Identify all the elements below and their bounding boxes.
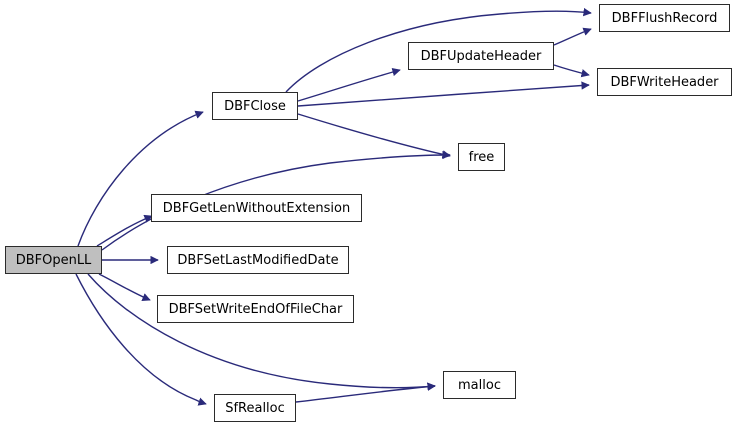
edge-dbfupdateheader-dbfflushrecord	[553, 27, 592, 46]
node-dbfgetlenwithoutextension[interactable]: DBFGetLenWithoutExtension	[151, 194, 362, 222]
node-label-dbfflushrecord: DBFFlushRecord	[611, 10, 718, 26]
edge-dbfopenll-dbfsetwriteendoffilechar	[98, 273, 151, 302]
edge-dbfclose-dbfupdateheader	[297, 67, 401, 102]
node-label-dbfclose: DBFClose	[224, 98, 286, 114]
node-dbfopenll[interactable]: DBFOpenLL	[5, 246, 102, 274]
node-dbfsetwriteendoffilechar[interactable]: DBFSetWriteEndOfFileChar	[157, 295, 354, 323]
node-dbfflushrecord[interactable]: DBFFlushRecord	[599, 4, 730, 32]
edge-dbfclose-dbfwriteheader	[297, 81, 590, 107]
node-dbfsetlastmodifieddate[interactable]: DBFSetLastModifiedDate	[167, 246, 349, 274]
node-dbfupdateheader[interactable]: DBFUpdateHeader	[408, 42, 554, 70]
edge-dbfupdateheader-dbfwriteheader	[553, 64, 590, 78]
node-label-malloc: malloc	[458, 377, 501, 393]
node-label-dbfwriteheader: DBFWriteHeader	[610, 74, 719, 90]
node-dbfwriteheader[interactable]: DBFWriteHeader	[597, 68, 732, 96]
node-label-dbfupdateheader: DBFUpdateHeader	[420, 48, 542, 64]
node-label-dbfgetlenwithoutextension: DBFGetLenWithoutExtension	[162, 200, 351, 216]
node-sfrealloc[interactable]: SfRealloc	[214, 394, 296, 422]
node-label-free: free	[468, 149, 495, 165]
node-malloc[interactable]: malloc	[443, 371, 516, 399]
edge-dbfopenll-dbfgetlenwithoutextension	[96, 214, 153, 247]
edge-dbfclose-dbfflushrecord	[285, 7, 592, 93]
node-free[interactable]: free	[458, 143, 505, 171]
node-dbfclose[interactable]: DBFClose	[212, 92, 298, 120]
edge-dbfopenll-malloc	[87, 273, 436, 391]
node-label-sfrealloc: SfRealloc	[225, 400, 285, 416]
node-label-dbfsetwriteendoffilechar: DBFSetWriteEndOfFileChar	[168, 301, 343, 317]
node-label-dbfopenll: DBFOpenLL	[15, 252, 92, 268]
node-label-dbfsetlastmodifieddate: DBFSetLastModifiedDate	[177, 252, 339, 268]
edge-dbfclose-free	[297, 113, 451, 159]
edge-dbfopenll-dbfclose	[77, 110, 204, 247]
edge-dbfopenll-sfrealloc	[75, 273, 207, 406]
edge-sfrealloc-malloc	[295, 382, 436, 403]
